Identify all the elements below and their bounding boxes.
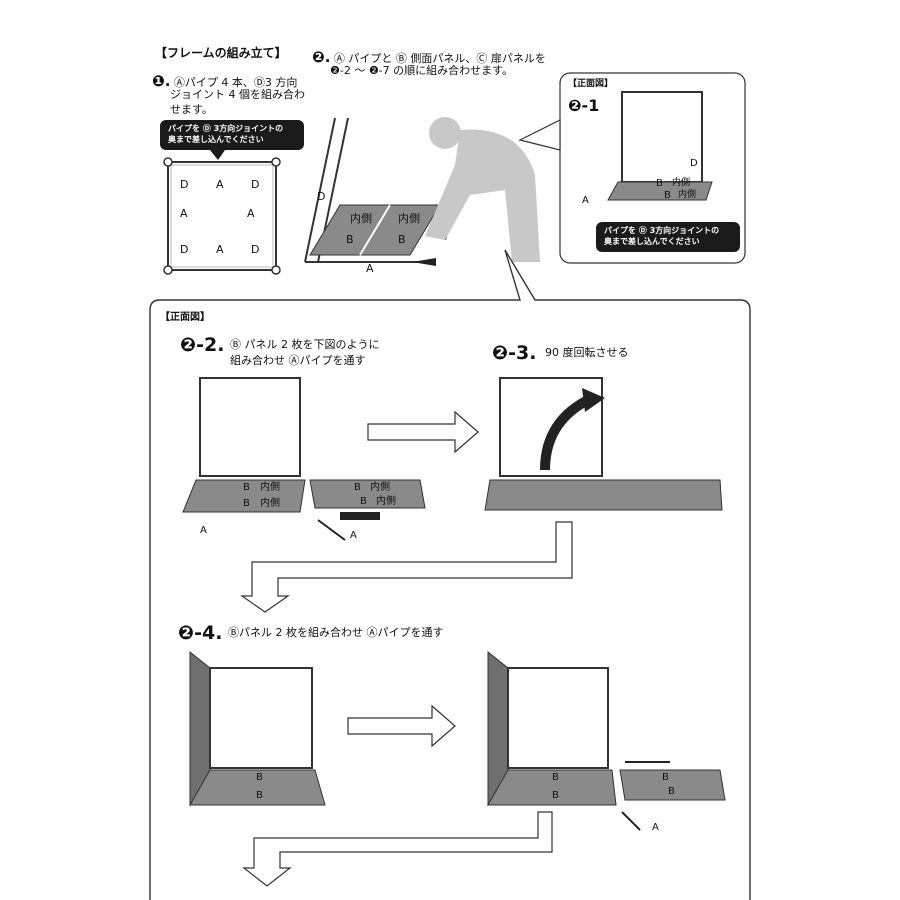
section1-callout: パイプを Ⓓ 3方向ジョイントの 奥まで差し込んでください	[160, 120, 304, 150]
inset-label-b: B	[656, 178, 663, 189]
diag24-label-b: B	[662, 772, 669, 783]
label-a: A	[247, 207, 255, 220]
step2-3-diagram	[484, 377, 723, 511]
label-d: D	[251, 243, 260, 256]
inset-box	[559, 72, 746, 264]
inset-step: ❷-1	[568, 96, 600, 115]
diag24-label-b: B	[552, 790, 559, 801]
section2-line1: ❷. Ⓐ パイプと Ⓑ 側面パネル、Ⓒ 扉パネルを	[312, 48, 546, 66]
inset-label-a: A	[582, 195, 589, 206]
diag22-label-b: B	[360, 496, 367, 507]
section1-title: 【フレームの組み立て】	[155, 46, 287, 60]
diag22-label-a: A	[350, 530, 357, 541]
inset-callout-line1: パイプを Ⓓ 3方向ジョイントの	[604, 226, 720, 235]
sketch-label-inner: 内側	[350, 212, 372, 225]
inset-callout: パイプを Ⓓ 3方向ジョイントの 奥まで差し込んでください	[596, 222, 740, 252]
joint-d-icon	[163, 265, 173, 275]
flow-elbow-arrow-icon	[240, 521, 573, 613]
inset-label-b: B	[664, 190, 671, 201]
step2-2-diagram	[182, 377, 426, 541]
sketch-label-d: D	[317, 190, 326, 203]
diag22-label-b: B	[243, 498, 250, 509]
sketch-label-inner: 内側	[398, 212, 420, 225]
diag22-label-b: B	[354, 482, 361, 493]
step1-line2: ジョイント 4 個を組み合わ	[170, 88, 305, 101]
main-panel-label: 【正面図】	[160, 312, 210, 323]
label-a: A	[216, 178, 224, 191]
rotate-arrow-icon	[540, 393, 595, 471]
flow-elbow-arrow-icon	[242, 811, 553, 887]
label-a: A	[216, 243, 224, 256]
insert-arrow-icon	[340, 512, 380, 520]
label-d: D	[251, 178, 260, 191]
step2-2-number: ❷-2.	[180, 334, 225, 356]
diag24-label-b: B	[256, 772, 263, 783]
diag22-label-inner: 内側	[260, 498, 280, 509]
next-step-arrow-icon	[367, 410, 479, 454]
callout-pointer	[210, 150, 225, 160]
diag22-label-inner: 内側	[260, 482, 280, 493]
joint-d-icon	[163, 157, 173, 167]
diag22-label-b: B	[243, 482, 250, 493]
inset-label-inner: 内側	[672, 178, 691, 188]
step2-4-diagram-right	[487, 650, 726, 831]
section2-line2: ❷-2 ～ ❷-7 の順に組み合わせます。	[330, 64, 514, 77]
step2-number: ❷.	[312, 48, 331, 66]
panel-assembly-sketch	[304, 117, 450, 266]
label-d: D	[180, 243, 189, 256]
section1-callout-line2: 奥まで差し込んでください	[168, 134, 264, 144]
diag24-label-a: A	[652, 822, 659, 833]
inset-pointer	[518, 119, 561, 151]
person-silhouette-icon	[425, 117, 540, 262]
joint-d-icon	[271, 157, 281, 167]
inset-label-d: D	[690, 158, 698, 169]
section1-instruction: ❶. Ⓐパイプ 4 本、Ⓓ3 方向	[152, 72, 297, 90]
step2-4-number: ❷-4.	[178, 622, 223, 644]
diag22-label-a: A	[200, 525, 207, 536]
step2-2-line1: Ⓑ パネル 2 枚を下図のように	[230, 338, 380, 351]
main-panel-outline	[149, 249, 751, 900]
step1-line3: せます。	[170, 103, 213, 116]
step1-number: ❶.	[152, 72, 171, 90]
step2-3-text: 90 度回転させる	[545, 346, 629, 359]
inset-frame	[607, 91, 713, 201]
next-step-arrow-icon	[347, 704, 456, 748]
step2-4-text: Ⓑパネル 2 枚を組み合わせ Ⓐパイプを通す	[228, 626, 444, 639]
diag22-label-inner: 内側	[370, 482, 390, 493]
label-a: A	[180, 207, 188, 220]
step2-3-number: ❷-3.	[492, 342, 537, 364]
sketch-label-b: B	[398, 233, 406, 246]
section1-callout-line1: パイプを Ⓓ 3方向ジョイントの	[168, 124, 284, 133]
diag24-label-b: B	[552, 772, 559, 783]
sketch-label-b: B	[346, 233, 354, 246]
sketch-label-a: A	[366, 262, 374, 275]
joint-d-icon	[271, 265, 281, 275]
diag24-label-b: B	[668, 786, 675, 797]
diag24-label-b: B	[256, 790, 263, 801]
label-d: D	[180, 178, 189, 191]
diag22-label-inner: 内側	[376, 496, 396, 507]
step1-line1: Ⓐパイプ 4 本、Ⓓ3 方向	[173, 76, 298, 89]
step2-2-line2: 組み合わせ Ⓐパイプを通す	[230, 354, 366, 367]
inset-label-inner: 内側	[678, 190, 697, 200]
inset-label: 【正面図】	[568, 79, 614, 89]
push-arrow-icon	[412, 258, 436, 266]
frame-top-view	[163, 157, 281, 275]
step2-text1: Ⓐ パイプと Ⓑ 側面パネル、Ⓒ 扉パネルを	[333, 52, 546, 65]
step2-4-diagram-left	[189, 650, 326, 807]
inset-callout-line2: 奥まで差し込んでください	[604, 236, 700, 246]
